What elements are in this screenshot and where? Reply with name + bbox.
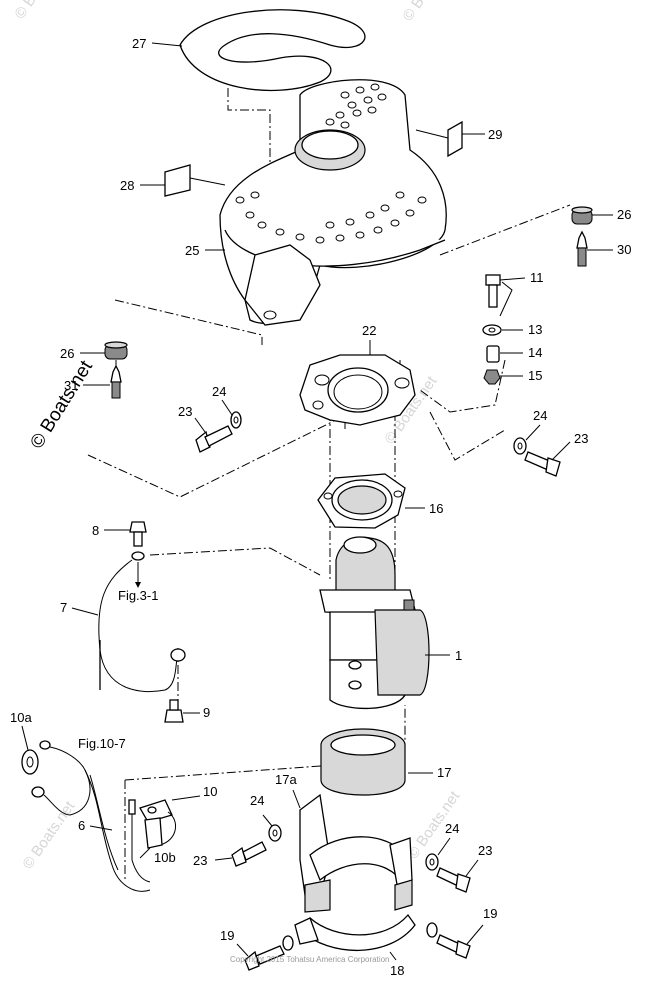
callout-28: 28 xyxy=(120,178,134,193)
callout-9: 9 xyxy=(203,705,210,720)
callout-17: 17 xyxy=(437,765,451,780)
part-1-starter-motor xyxy=(319,536,430,710)
part-25-flywheel-cover xyxy=(219,79,447,326)
watermark-top-left: © Boats.net xyxy=(11,0,70,22)
callout-8: 8 xyxy=(92,523,99,538)
copyright-text: Copyright 2015 Tohatsu America Corporati… xyxy=(230,955,390,964)
callout-27: 27 xyxy=(132,36,146,51)
callout-10b: 10b xyxy=(154,850,176,865)
part-22-bracket xyxy=(299,354,416,426)
part-28-label-plate xyxy=(164,164,191,197)
part-10a-terminal xyxy=(21,749,39,775)
part-26-grommet-left xyxy=(104,341,128,360)
part-9-bolt xyxy=(164,699,184,723)
watermark-side: © Boats.net xyxy=(26,356,97,452)
part-24-washer-left-upper xyxy=(230,411,242,429)
part-26-grommet-right xyxy=(571,206,593,225)
watermark-top-right: © Boats.net xyxy=(399,0,458,24)
part-13-washer xyxy=(482,324,502,336)
part-30-collar-right xyxy=(576,230,588,267)
callout-7: 7 xyxy=(60,600,67,615)
part-29-label-plate xyxy=(447,120,463,158)
callout-30: 30 xyxy=(617,242,631,257)
callout-15: 15 xyxy=(528,368,542,383)
callout-numbers: 27 28 29 25 26 30 11 13 14 15 22 26 31 2… xyxy=(10,36,631,978)
callout-23-right-lower: 23 xyxy=(478,843,492,858)
ref-fig-10-7: Fig.10-7 xyxy=(78,736,126,751)
part-24-washer-right-upper xyxy=(513,437,527,455)
callout-29: 29 xyxy=(488,127,502,142)
part-27-seal xyxy=(179,9,366,92)
part-11-bolt xyxy=(485,274,501,308)
callout-13: 13 xyxy=(528,322,542,337)
watermark-bottom-left: © Boats.net xyxy=(19,797,78,872)
part-15-nut xyxy=(483,369,501,385)
part-31-collar-left xyxy=(110,364,122,399)
figure-references: Fig.3-1 Fig.10-7 xyxy=(78,562,158,751)
part-14-collar xyxy=(486,345,500,363)
callout-25: 25 xyxy=(185,243,199,258)
part-8-bolt xyxy=(129,521,147,547)
callout-19-right: 19 xyxy=(483,906,497,921)
callout-6: 6 xyxy=(78,818,85,833)
callout-17a: 17a xyxy=(275,772,297,787)
cover-vent-holes xyxy=(235,83,427,244)
part-19-bolt-left xyxy=(244,935,294,971)
callout-11: 11 xyxy=(530,270,544,285)
part-24-washer-left-lower xyxy=(268,824,282,842)
part-23-bolt-right-upper xyxy=(524,451,561,477)
ref-fig-3-1: Fig.3-1 xyxy=(118,588,158,603)
callout-24-right-lower: 24 xyxy=(445,821,459,836)
part-19-bolt-right xyxy=(426,922,471,959)
part-23-bolt-left-upper xyxy=(195,425,233,453)
callout-16: 16 xyxy=(429,501,443,516)
part-10-relay xyxy=(139,799,176,849)
part-6-harness xyxy=(31,740,151,892)
callout-24-right-upper: 24 xyxy=(533,408,547,423)
callout-10a: 10a xyxy=(10,710,32,725)
part-17a-bracket xyxy=(299,793,413,913)
callout-14: 14 xyxy=(528,345,542,360)
part-18-clamp xyxy=(294,913,416,952)
callout-24-left-lower: 24 xyxy=(250,793,264,808)
part-17-rubber-band xyxy=(320,728,406,796)
part-24-washer-right-lower xyxy=(425,853,439,871)
callout-26-left: 26 xyxy=(60,346,74,361)
part-23-bolt-right-lower xyxy=(436,867,471,893)
callout-24-left-upper: 24 xyxy=(212,384,226,399)
callout-23-left-lower: 23 xyxy=(193,853,207,868)
callout-31: 31 xyxy=(64,378,78,393)
leader-lines xyxy=(21,42,613,961)
callout-26-right: 26 xyxy=(617,207,631,222)
callout-1: 1 xyxy=(455,648,462,663)
callout-10: 10 xyxy=(203,784,217,799)
callout-22: 22 xyxy=(362,323,376,338)
callout-23-left-upper: 23 xyxy=(178,404,192,419)
callout-18: 18 xyxy=(390,963,404,978)
part-23-bolt-left-lower xyxy=(231,841,267,867)
part-16-gasket xyxy=(317,473,406,529)
part-7-cable xyxy=(98,551,186,693)
callout-23-right-upper: 23 xyxy=(574,431,588,446)
callout-19-left: 19 xyxy=(220,928,234,943)
